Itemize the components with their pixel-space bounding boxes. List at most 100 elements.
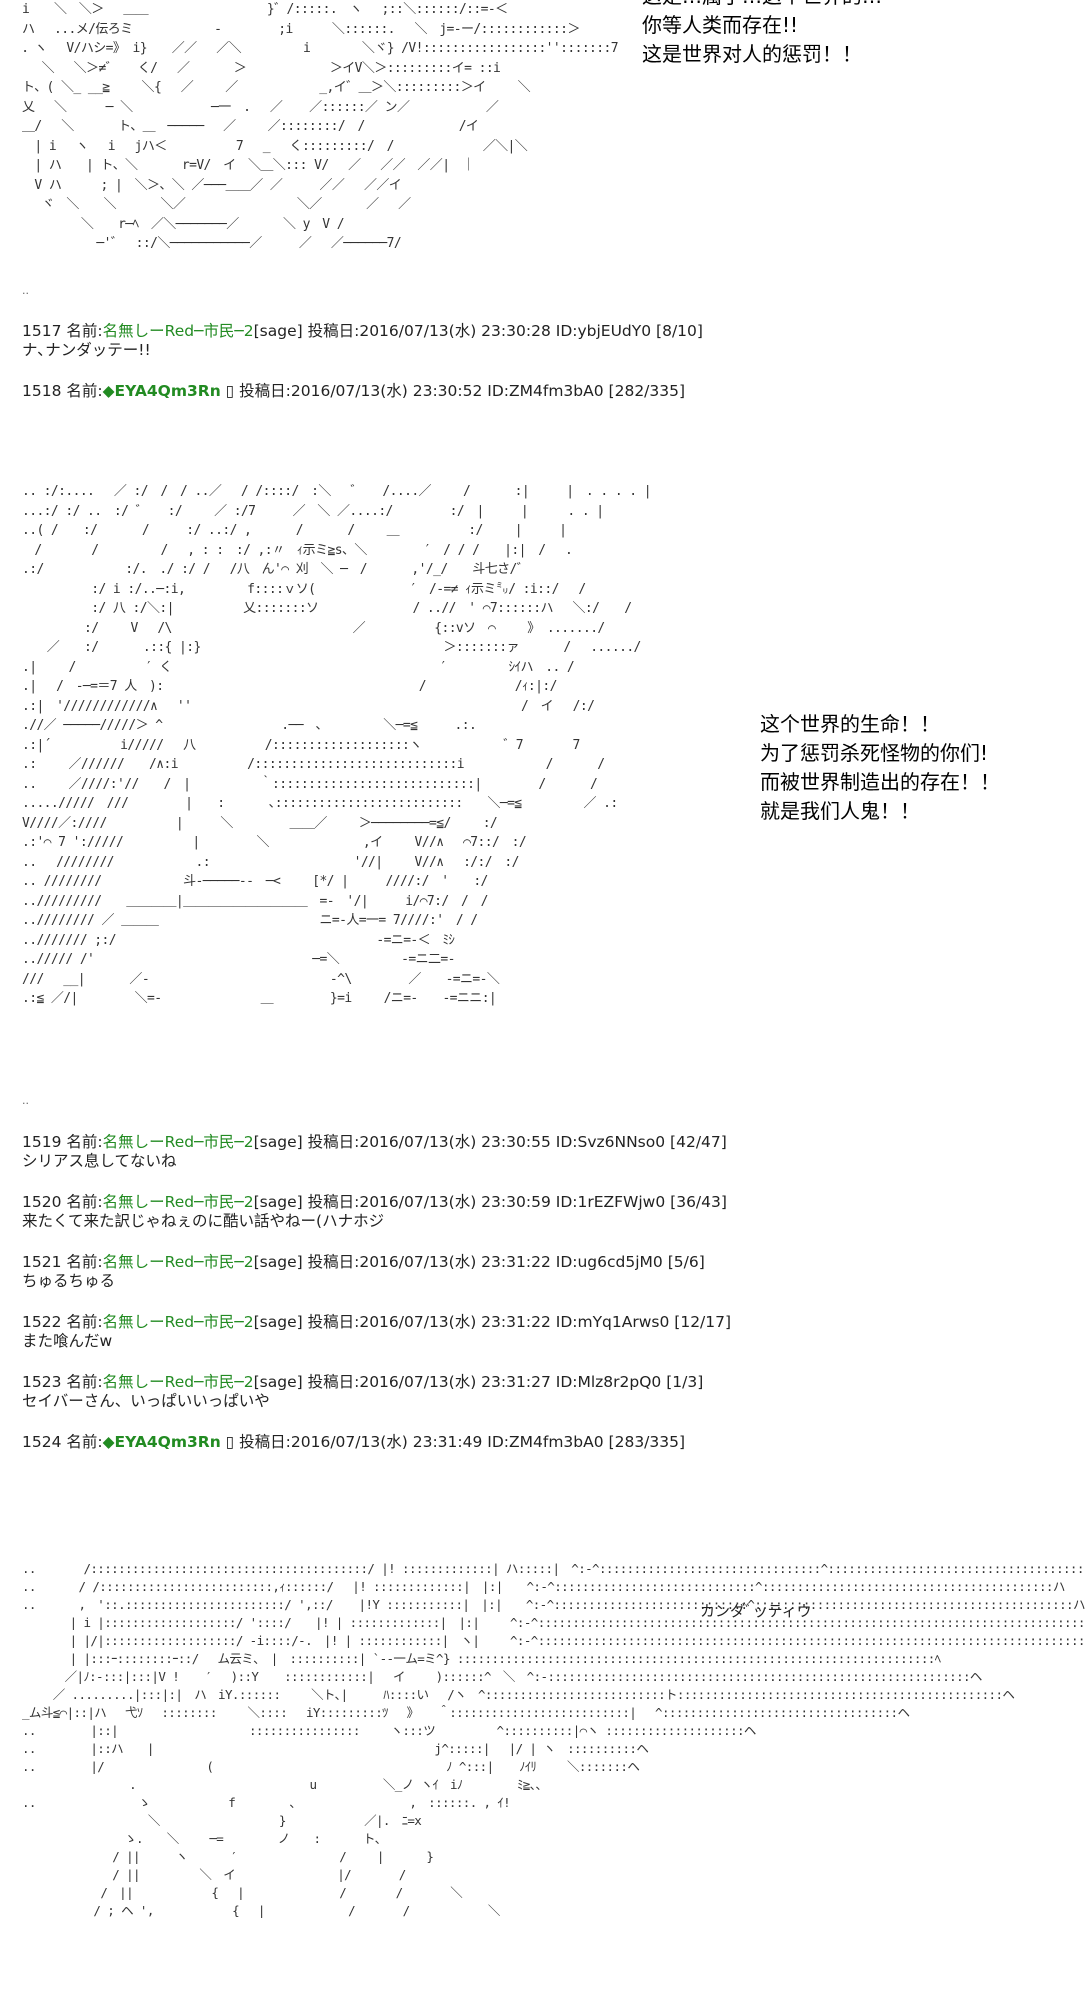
- ascii-art-line: .| / -─=＝7 人 ): / /ｨ:|:/: [22, 679, 557, 694]
- ascii-art-line: .. :/:.... ／ :/ / / ..／ / /::::/ :＼ ゛ /.…: [22, 484, 652, 499]
- poster-name[interactable]: 名無しーRed─市民─2: [102, 322, 254, 340]
- ascii-art-line: .. ゝ f ､ , ::::::. , ｲ!: [22, 1795, 511, 1810]
- mail-field: [sage]: [253, 322, 303, 340]
- ascii-art-line: .. / /:::::::::::::::::::::::::,ｨ::::::/…: [22, 1579, 1065, 1594]
- ellipsis-2: ..: [22, 1094, 29, 1107]
- ascii-art-line: ..///// /' ─=＼ -=ニ二=-: [22, 952, 455, 967]
- poster-name[interactable]: 名無しーRed─市民─2: [102, 1253, 254, 1271]
- ascii-art-line: / || ＼ イ |/ /: [22, 1867, 406, 1882]
- post-1518: 1518 名前:◆EYA4Qm3Rn ▯ 投稿日:2016/07/13(水) 2…: [22, 382, 685, 401]
- ascii-art-line: .:|´ i///// 八 /:::::::::::::::::::ヽ ゛7 7: [22, 737, 580, 753]
- ascii-art-line: .| / ′ く ′ ｼｲハ .. /: [22, 659, 575, 675]
- translation-box-1: 这是…属于…这个世界的…你等人类而存在!!这是世界对人的惩罚！！: [642, 0, 882, 69]
- post-date: 2016/07/13(水) 23:30:28: [359, 322, 551, 340]
- ascii-art-line: :/ i :/..─:i, f::::ｖソ( ′ /-=≠ ｨ示ミ㍉/ :i::…: [22, 581, 586, 597]
- post-date: 2016/07/13(水) 23:31:22: [359, 1313, 551, 1331]
- ascii-art-line: .:| '////////////∧ '' / イ /:/: [22, 698, 595, 714]
- ascii-art-line: .. , '::.:::::::::::::::::::::::/ ',::/ …: [22, 1597, 1085, 1612]
- ascii-art-line: .. //////// .: '//| V//∧ :/:/ :/: [22, 854, 519, 870]
- translation-line: 为了惩罚杀死怪物的你们!: [760, 741, 989, 765]
- post-1517: 1517 名前:名無しーRed─市民─2[sage] 投稿日:2016/07/1…: [22, 322, 703, 360]
- ascii-art-line: .. //////// 斗-─────-‐ ─< [*/ | ////:/ ' …: [22, 874, 488, 889]
- ascii-art-line: 乂 ＼ ─ ＼ ─一 . ／ ／::::::／ ン／ ／: [22, 99, 499, 115]
- ascii-art-line: .//／ ─────/////＞ ^ .── 、 ＼─=≦ .:.: [22, 718, 477, 733]
- poster-id[interactable]: ID:ZM4fm3bA0: [487, 1433, 604, 1451]
- post-number: 1522: [22, 1313, 62, 1331]
- date-label: 投稿日:: [307, 1373, 360, 1391]
- ascii-art-line: ─'゛ ::/＼───────────／ ／ ／──────7/: [22, 236, 402, 251]
- poster-id[interactable]: ID:ZM4fm3bA0: [487, 382, 604, 400]
- ascii-art-line: / || ヽ ′ / | }: [22, 1849, 434, 1864]
- post-header: 1517 名前:名無しーRed─市民─2[sage] 投稿日:2016/07/1…: [22, 322, 703, 341]
- name-label: 名前:: [66, 1433, 103, 1451]
- poster-name[interactable]: 名無しーRed─市民─2: [102, 1193, 254, 1211]
- poster-id[interactable]: ID:ybjEUdY0: [555, 322, 652, 340]
- post-header: 1523 名前:名無しーRed─市民─2[sage] 投稿日:2016/07/1…: [22, 1373, 703, 1392]
- poster-id[interactable]: ID:1rEZFWjw0: [555, 1193, 666, 1211]
- poster-name[interactable]: 名無しーRed─市民─2: [102, 1133, 254, 1151]
- ascii-art-panel-2: .. :/:.... ／ :/ / / ..／ / /::::/ :＼ ゛ /.…: [22, 482, 652, 1009]
- mail-field: [sage]: [253, 1133, 303, 1151]
- ascii-art-line: | i |:::::::::::::::::::/ '::::/ |! | ::…: [22, 1615, 1086, 1630]
- ascii-art-line: ＿/ ＼ ト、＿ ───── ／ ／::::::::/ / /イ: [22, 119, 479, 134]
- post-body: また喰んだw: [22, 1332, 113, 1350]
- translation-box-2: 这个世界的生命！！为了惩罚杀死怪物的你们!而被世界制造出的存在！！就是我们人鬼！…: [760, 710, 1000, 826]
- post-body: セイバーさん、いっぱいいっぱいや: [22, 1392, 270, 1410]
- translation-line: 这个世界的生命！！: [760, 712, 940, 736]
- mail-field: [sage]: [253, 1253, 303, 1271]
- ascii-art-line: ハ ...メ/伝ろミ - ;i ＼::::::. ＼ j=‐ー/::::::::…: [22, 21, 580, 37]
- translation-line: 就是我们人鬼！！: [760, 799, 920, 823]
- poster-id[interactable]: ID:mYq1Arws0: [555, 1313, 670, 1331]
- ascii-art-line: ..///////// ＿＿＿＿|＿＿＿＿＿＿＿＿＿＿ =- '/| i/⌒7:…: [22, 893, 488, 909]
- ascii-art-line: | ハ | ト、＼ r=V/ イ ＼＿＼::: V/ ／ ／／ ／／| ｜: [22, 158, 475, 173]
- poster-name[interactable]: ◆EYA4Qm3Rn: [102, 1433, 221, 1451]
- ascii-art-panel-1: i ＼ ＼＞ ＿＿ }゛/:::::. ヽ ;::＼::::::/::=-＜ ハ…: [22, 0, 619, 254]
- name-label: 名前:: [66, 382, 103, 400]
- poster-id[interactable]: ID:Svz6NNso0: [555, 1133, 666, 1151]
- ellipsis-1: ..: [22, 284, 29, 297]
- post-1521: 1521 名前:名無しーRed─市民─2[sage] 投稿日:2016/07/1…: [22, 1253, 705, 1291]
- poster-name[interactable]: 名無しーRed─市民─2: [102, 1373, 254, 1391]
- poster-name[interactable]: ◆EYA4Qm3Rn: [102, 382, 221, 400]
- date-label: 投稿日:: [239, 1433, 291, 1451]
- ascii-art-line: .. |::| :::::::::::::::: ヽ:::ツ ^::::::::…: [22, 1723, 756, 1738]
- name-label: 名前:: [66, 1193, 103, 1211]
- poster-id[interactable]: ID:Mlz8r2pQ0: [555, 1373, 662, 1391]
- ascii-art-line: ／ .........|:::|:| ハ iY.:::::: ＼ト､| ﾊ:::…: [22, 1687, 1015, 1702]
- ascii-art-line: ＼ ＼＞≠゛ く/ ／ ＞ ＞イV＼＞:::::::::イ= ::i: [22, 60, 501, 76]
- ascii-art-line: ...:/ :/ .. :/ ゛ :/ ／ :/7 ／ ＼ ／....:/ :/…: [22, 503, 604, 519]
- ascii-art-line: .:'⌒ 7 ':///// | ＼ ,イ V//∧ ⌒7::/ :/: [22, 835, 527, 850]
- translation-line: 这是…属于…这个世界的…: [642, 0, 882, 11]
- post-body: シリアス息してないね: [22, 1152, 177, 1170]
- name-label: 名前:: [66, 322, 103, 340]
- post-header: 1520 名前:名無しーRed─市民─2[sage] 投稿日:2016/07/1…: [22, 1193, 727, 1212]
- date-label: 投稿日:: [307, 1193, 360, 1211]
- post-number: 1517: [22, 322, 62, 340]
- post-header: 1518 名前:◆EYA4Qm3Rn ▯ 投稿日:2016/07/13(水) 2…: [22, 382, 685, 401]
- mail-field: [sage]: [253, 1313, 303, 1331]
- post-header: 1524 名前:◆EYA4Qm3Rn ▯ 投稿日:2016/07/13(水) 2…: [22, 1433, 685, 1452]
- ascii-art-line: / || { | / / ＼: [22, 1885, 463, 1900]
- post-1524: 1524 名前:◆EYA4Qm3Rn ▯ 投稿日:2016/07/13(水) 2…: [22, 1433, 685, 1452]
- post-1519: 1519 名前:名無しーRed─市民─2[sage] 投稿日:2016/07/1…: [22, 1133, 727, 1171]
- ascii-art-line: .. ／////:'// / | ｀::::::::::::::::::::::…: [22, 776, 598, 792]
- ascii-art-line: _ム斗≦⌒|::|ハ 弋ｿ :::::::: ＼:::: iY:::::::::…: [22, 1705, 910, 1720]
- ascii-art-line: ヾ ＼ ＼ ＼／ ＼／ ／ ／: [22, 197, 411, 212]
- ascii-art-line: | |:::ｰ::::::::ｰ::/ ム云ミ、 | ::::::::::| `…: [22, 1651, 941, 1666]
- post-1523: 1523 名前:名無しーRed─市民─2[sage] 投稿日:2016/07/1…: [22, 1373, 703, 1411]
- ascii-art-line: ／|ﾉ:-:::|:::|V ! ′ )::Y ::::::::::::| イ …: [22, 1669, 983, 1684]
- ascii-art-line: ＼ } ／|. ﾆ=x: [22, 1813, 422, 1828]
- sound-effect-text: カンダﾞッティウ: [700, 1602, 812, 1620]
- ascii-art-line: i ＼ ＼＞ ＿＿ }゛/:::::. ヽ ;::＼::::::/::=-＜: [22, 2, 508, 17]
- ascii-art-line: ..( / :/ / :/ ..:/ , / / ＿ :/ | |: [22, 523, 567, 538]
- name-label: 名前:: [66, 1253, 103, 1271]
- poster-name[interactable]: 名無しーRed─市民─2: [102, 1313, 254, 1331]
- ascii-art-line: / / / , : : :/ ,:〃 ｨ示ミ≧s、＼ ′ / / / |:| /…: [22, 542, 573, 558]
- date-label: 投稿日:: [307, 1313, 360, 1331]
- post-number: 1520: [22, 1193, 62, 1211]
- post-count: [12/17]: [674, 1313, 732, 1331]
- poster-id[interactable]: ID:ug6cd5jM0: [555, 1253, 663, 1271]
- ascii-art-line: .. /::::::::::::::::::::::::::::::::::::…: [22, 1561, 1086, 1576]
- post-date: 2016/07/13(水) 23:31:27: [359, 1373, 551, 1391]
- ascii-art-line: | |/|:::::::::::::::::::/ -i::::/-. |! |…: [22, 1633, 1086, 1648]
